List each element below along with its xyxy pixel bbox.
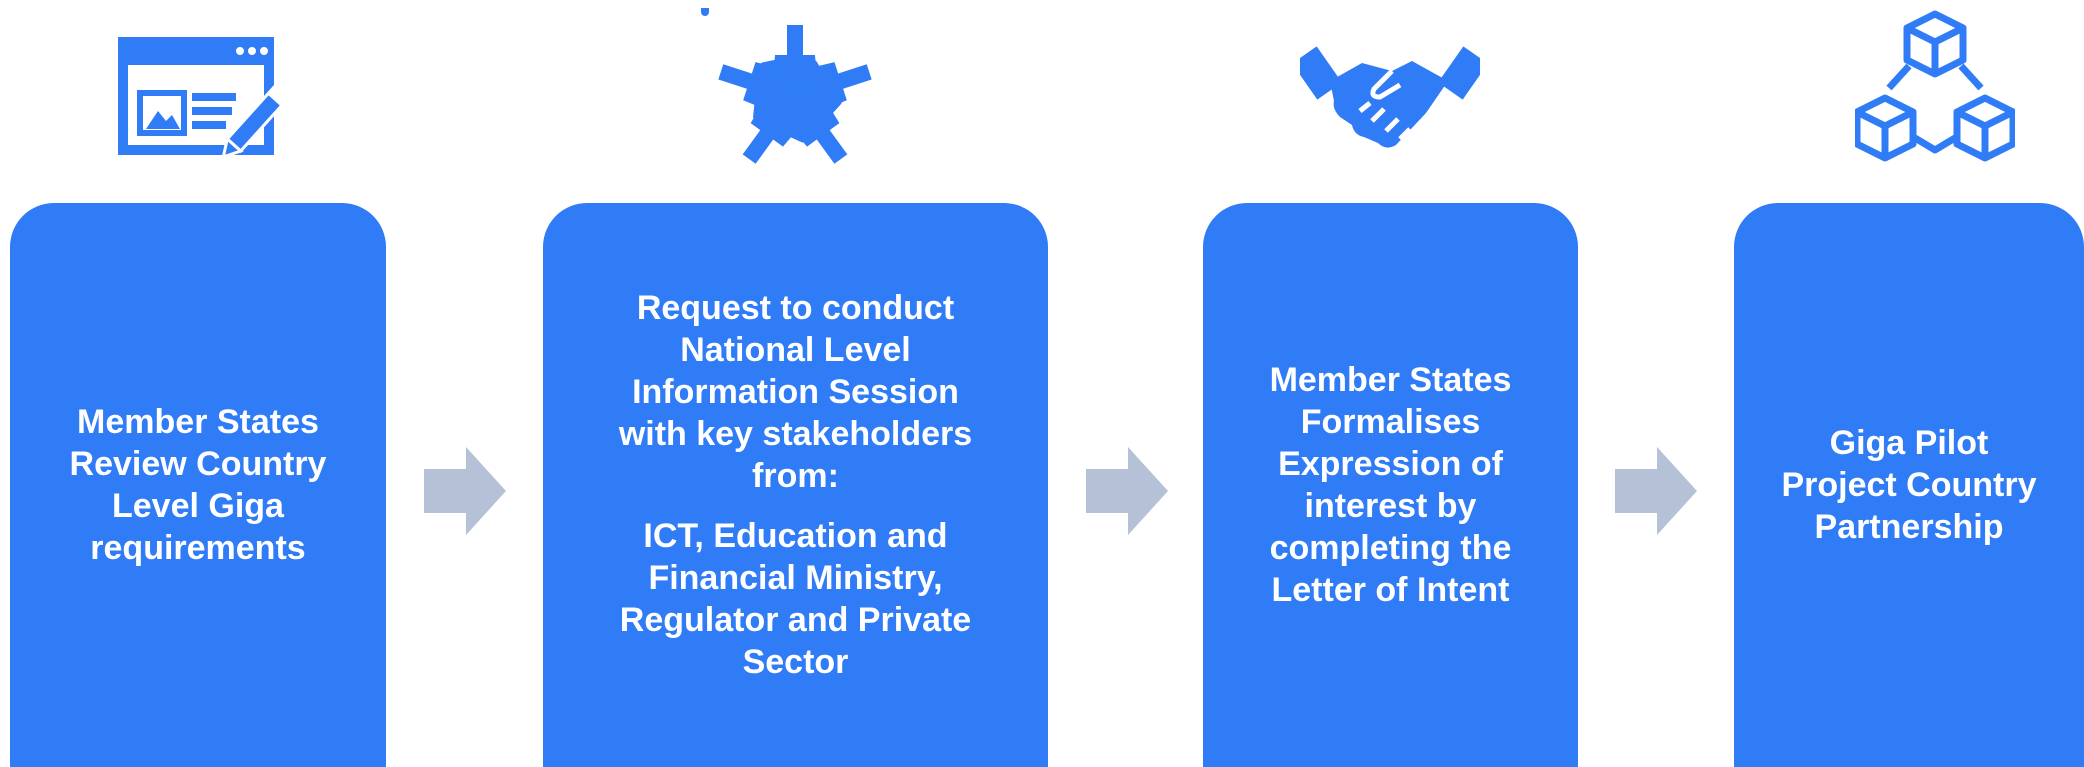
step-3-card: Member States Formalises Expression of i…	[1203, 203, 1578, 767]
handshake-icon	[1300, 46, 1480, 148]
right-arrow-icon	[1086, 447, 1168, 535]
step-4-text: Giga Pilot Project Country Partnership	[1781, 424, 2037, 546]
right-arrow-icon	[1615, 447, 1697, 535]
step-2-stakeholders-text: ICT, Education and Financial Ministry, R…	[619, 517, 972, 681]
webpage-edit-icon	[118, 37, 293, 159]
connected-cubes-icon	[1855, 10, 2015, 162]
step-1-card: Member States Review Country Level Giga …	[10, 203, 386, 767]
step-1-text: Member States Review Country Level Giga …	[69, 403, 327, 567]
step-2-card: Request to conduct National Level Inform…	[543, 203, 1048, 767]
right-arrow-icon	[424, 447, 506, 535]
step-2-text: Request to conduct National Level Inform…	[618, 289, 973, 495]
step-4-card: Giga Pilot Project Country Partnership	[1734, 203, 2084, 767]
step-3-text: Member States Formalises Expression of i…	[1269, 361, 1512, 609]
hands-collaboration-icon	[701, 8, 879, 178]
